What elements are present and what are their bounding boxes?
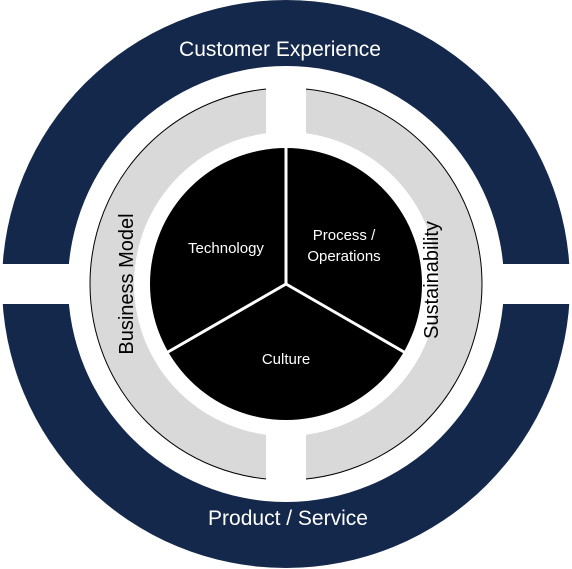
core-label-process-line2: Operations — [307, 248, 380, 265]
core-divider-right — [285, 282, 405, 354]
core-divider-left — [167, 282, 287, 354]
outer-bottom-label: Product / Service — [208, 507, 368, 530]
core-circle — [150, 146, 422, 420]
core-label-process-line1: Process / — [313, 227, 376, 244]
middle-left-label: Business Model — [116, 213, 138, 354]
outer-top-label: Customer Experience — [179, 38, 381, 61]
middle-right-label: Sustainability — [421, 221, 443, 339]
core-label-culture: Culture — [262, 351, 310, 368]
core-label-technology: Technology — [188, 240, 264, 257]
